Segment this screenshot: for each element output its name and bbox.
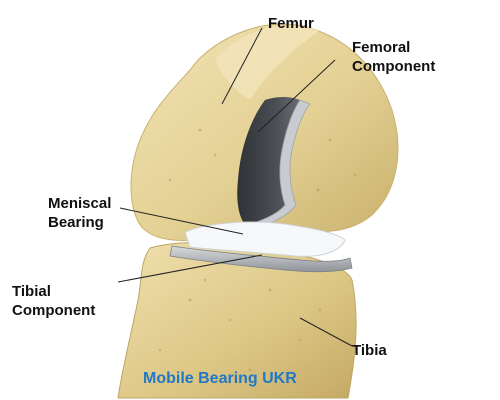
femur-shaft <box>215 25 320 100</box>
tibial-component-label-line2: Component <box>12 302 96 319</box>
meniscal-bearing-label-line2: Bearing <box>48 214 104 231</box>
tibial-component-label-line1: Tibial <box>12 283 51 300</box>
tibia-leader <box>299 317 353 347</box>
femoral-component-label-line2: Component <box>352 58 436 75</box>
tibial-component-label: Tibial Component <box>12 282 95 320</box>
femoral-component-label: Femoral Component <box>352 38 435 76</box>
tibial-component <box>169 245 353 273</box>
meniscal-bearing-label-line1: Meniscal <box>48 195 112 212</box>
femoral-component-label-line1: Femoral <box>352 39 411 56</box>
figure-caption: Mobile Bearing UKR <box>143 370 297 387</box>
tibia-label: Tibia <box>352 341 387 360</box>
tibial-component-leader <box>117 254 263 283</box>
tibia-label-text: Tibia <box>352 342 387 359</box>
femoral-component-leader <box>257 59 336 133</box>
femur-label: Femur <box>268 14 314 33</box>
femur-label-text: Femur <box>268 15 314 32</box>
femur-leader <box>221 27 263 105</box>
femoral-component <box>237 97 300 225</box>
meniscal-bearing-leader <box>119 207 244 235</box>
bone-texture <box>158 128 357 372</box>
meniscal-bearing-label: Meniscal Bearing <box>48 194 111 232</box>
